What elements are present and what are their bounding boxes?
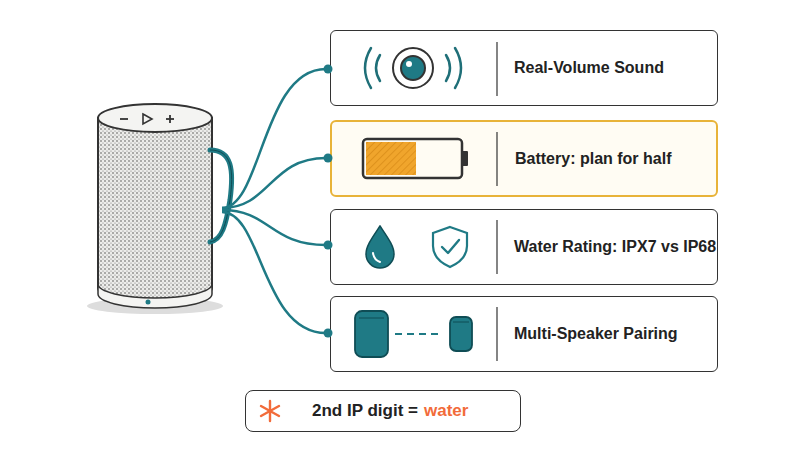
sound-wave bbox=[365, 48, 371, 88]
leader-dot bbox=[324, 154, 333, 163]
sound-wave bbox=[376, 55, 380, 81]
shield-check bbox=[442, 240, 459, 253]
box-label: Multi-Speaker Pairing bbox=[514, 325, 678, 343]
speaker-strap bbox=[210, 150, 232, 242]
battery-case bbox=[363, 139, 462, 178]
leader-line bbox=[222, 210, 326, 245]
battery-icon bbox=[363, 139, 468, 178]
speaker-detail bbox=[359, 318, 384, 319]
volume-up-button bbox=[169, 115, 171, 123]
pairing-icon bbox=[355, 311, 472, 357]
asterisk-icon bbox=[261, 401, 279, 421]
leader-dot bbox=[324, 329, 333, 338]
highlighted-feature-box: Battery: plan for half bbox=[330, 120, 718, 197]
battery-terminal bbox=[462, 151, 468, 166]
leader-line bbox=[222, 69, 326, 208]
power-led bbox=[146, 300, 151, 305]
box-dividers bbox=[496, 42, 497, 361]
box-label: Real-Volume Sound bbox=[514, 59, 664, 77]
drop-highlight bbox=[373, 253, 380, 262]
box-label: Water Rating: IPX7 vs IP68 bbox=[514, 238, 716, 256]
box-label: 2nd IP digit = bbox=[312, 401, 418, 421]
leader-dot bbox=[324, 65, 333, 74]
leader-dot bbox=[324, 241, 333, 250]
feature-box: Water Rating: IPX7 vs IP68 bbox=[330, 209, 718, 285]
feature-box: Multi-Speaker Pairing bbox=[330, 296, 718, 372]
feature-box: Real-Volume Sound bbox=[330, 30, 718, 106]
leader-line bbox=[222, 158, 326, 208]
pairing-link bbox=[395, 333, 442, 335]
volume-down-button bbox=[120, 118, 128, 120]
sound-wave bbox=[455, 48, 461, 88]
woofer-cone bbox=[401, 56, 425, 80]
asterisk-stroke bbox=[269, 401, 271, 421]
speaker-shadow bbox=[87, 298, 223, 314]
box-label: Battery: plan for half bbox=[515, 150, 671, 168]
water-drop bbox=[366, 226, 394, 268]
play-button bbox=[143, 114, 152, 124]
speaker-top bbox=[98, 104, 212, 132]
speaker-base bbox=[98, 284, 212, 308]
woofer-highlight bbox=[406, 61, 412, 67]
speaker-illustration bbox=[87, 104, 232, 314]
sound-icon bbox=[365, 48, 461, 88]
speaker-detail bbox=[453, 322, 469, 323]
leader-dots bbox=[324, 65, 333, 338]
leader-line bbox=[222, 212, 326, 333]
highlight-word: water bbox=[424, 401, 468, 421]
speaker-body bbox=[98, 118, 212, 302]
box-divider bbox=[496, 220, 497, 274]
speaker-strap-edge bbox=[210, 150, 232, 242]
note-box: 2nd IP digit = water bbox=[245, 390, 521, 432]
water-icons bbox=[366, 226, 467, 268]
shield-icon bbox=[433, 227, 467, 267]
asterisk-stroke bbox=[261, 406, 279, 416]
box-divider bbox=[496, 132, 497, 186]
box-divider bbox=[496, 42, 497, 96]
battery-charge bbox=[366, 142, 416, 175]
asterisk-stroke bbox=[261, 406, 279, 416]
box-divider bbox=[496, 307, 497, 361]
leader-lines bbox=[222, 69, 326, 333]
woofer-ring bbox=[393, 48, 433, 88]
paired-speaker bbox=[355, 311, 388, 357]
volume-up-button bbox=[166, 118, 174, 120]
paired-speaker bbox=[450, 317, 472, 351]
sound-wave bbox=[446, 55, 450, 81]
